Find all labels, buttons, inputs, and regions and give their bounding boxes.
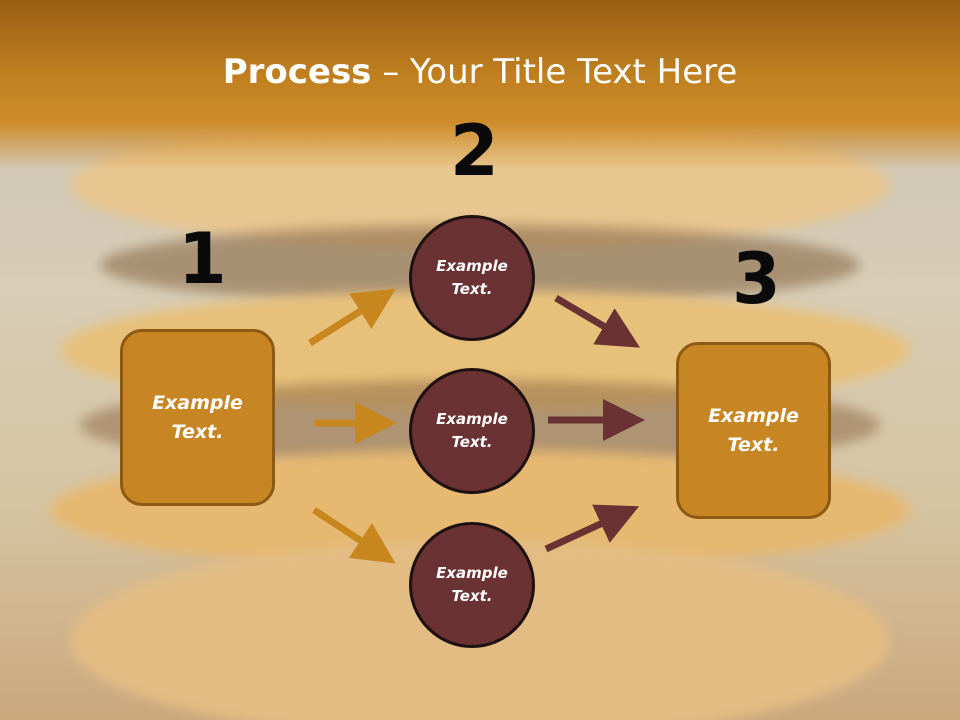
title-rest-text: – Your Title Text Here <box>371 52 738 92</box>
circle-bottom: Example Text. <box>409 522 535 648</box>
arrow-bottom-to-right <box>544 504 640 553</box>
arrow-top-to-right <box>554 294 641 348</box>
right-box-label: Example Text. <box>708 404 799 456</box>
arrow-left-to-top <box>308 288 396 346</box>
circle-middle: Example Text. <box>409 368 535 494</box>
step-number-1: 1 <box>178 218 227 300</box>
step-number-3: 3 <box>732 238 781 320</box>
circle-top: Example Text. <box>409 215 535 341</box>
header-band <box>0 0 960 170</box>
circle-middle-label: Example Text. <box>436 410 508 451</box>
circle-bottom-label: Example Text. <box>436 564 508 605</box>
left-process-box: Example Text. <box>120 329 275 506</box>
arrow-left-to-bottom <box>312 507 396 564</box>
step-number-2: 2 <box>450 110 499 192</box>
circle-top-label: Example Text. <box>436 257 508 298</box>
slide-title: Process – Your Title Text Here <box>0 52 960 92</box>
title-bold-text: Process <box>222 52 372 92</box>
right-process-box: Example Text. <box>676 342 831 519</box>
left-box-label: Example Text. <box>152 391 243 443</box>
